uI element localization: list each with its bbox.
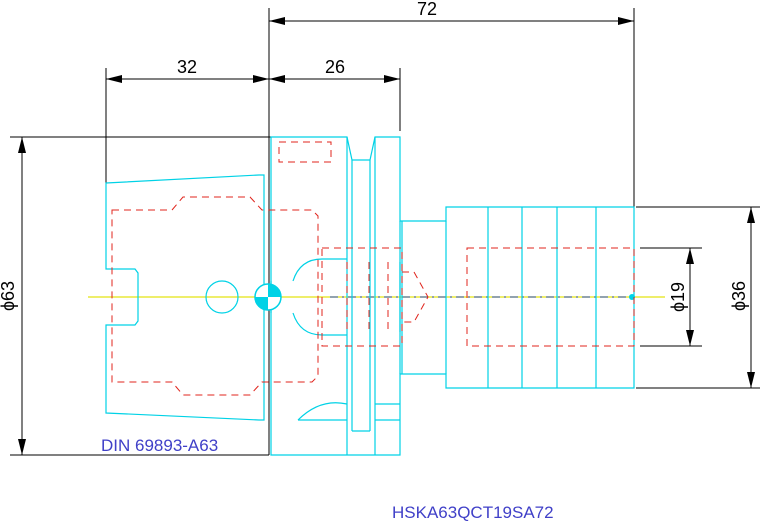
dimension-lines: [10, 8, 760, 456]
dim-flange-width: 32: [177, 57, 197, 77]
dim-flange-diameter: ϕ63: [0, 281, 18, 311]
standard-label: DIN 69893-A63: [101, 436, 218, 455]
part-number-label: HSKA63QCT19SA72: [392, 503, 554, 522]
dim-bore-diameter: ϕ19: [668, 282, 688, 312]
tool-holder-outline: [105, 136, 635, 456]
hidden-lines: [111, 141, 635, 396]
dim-collar-width: 26: [325, 57, 345, 77]
dim-shank-diameter: ϕ36: [729, 281, 749, 311]
dim-overall-length: 72: [417, 0, 437, 19]
